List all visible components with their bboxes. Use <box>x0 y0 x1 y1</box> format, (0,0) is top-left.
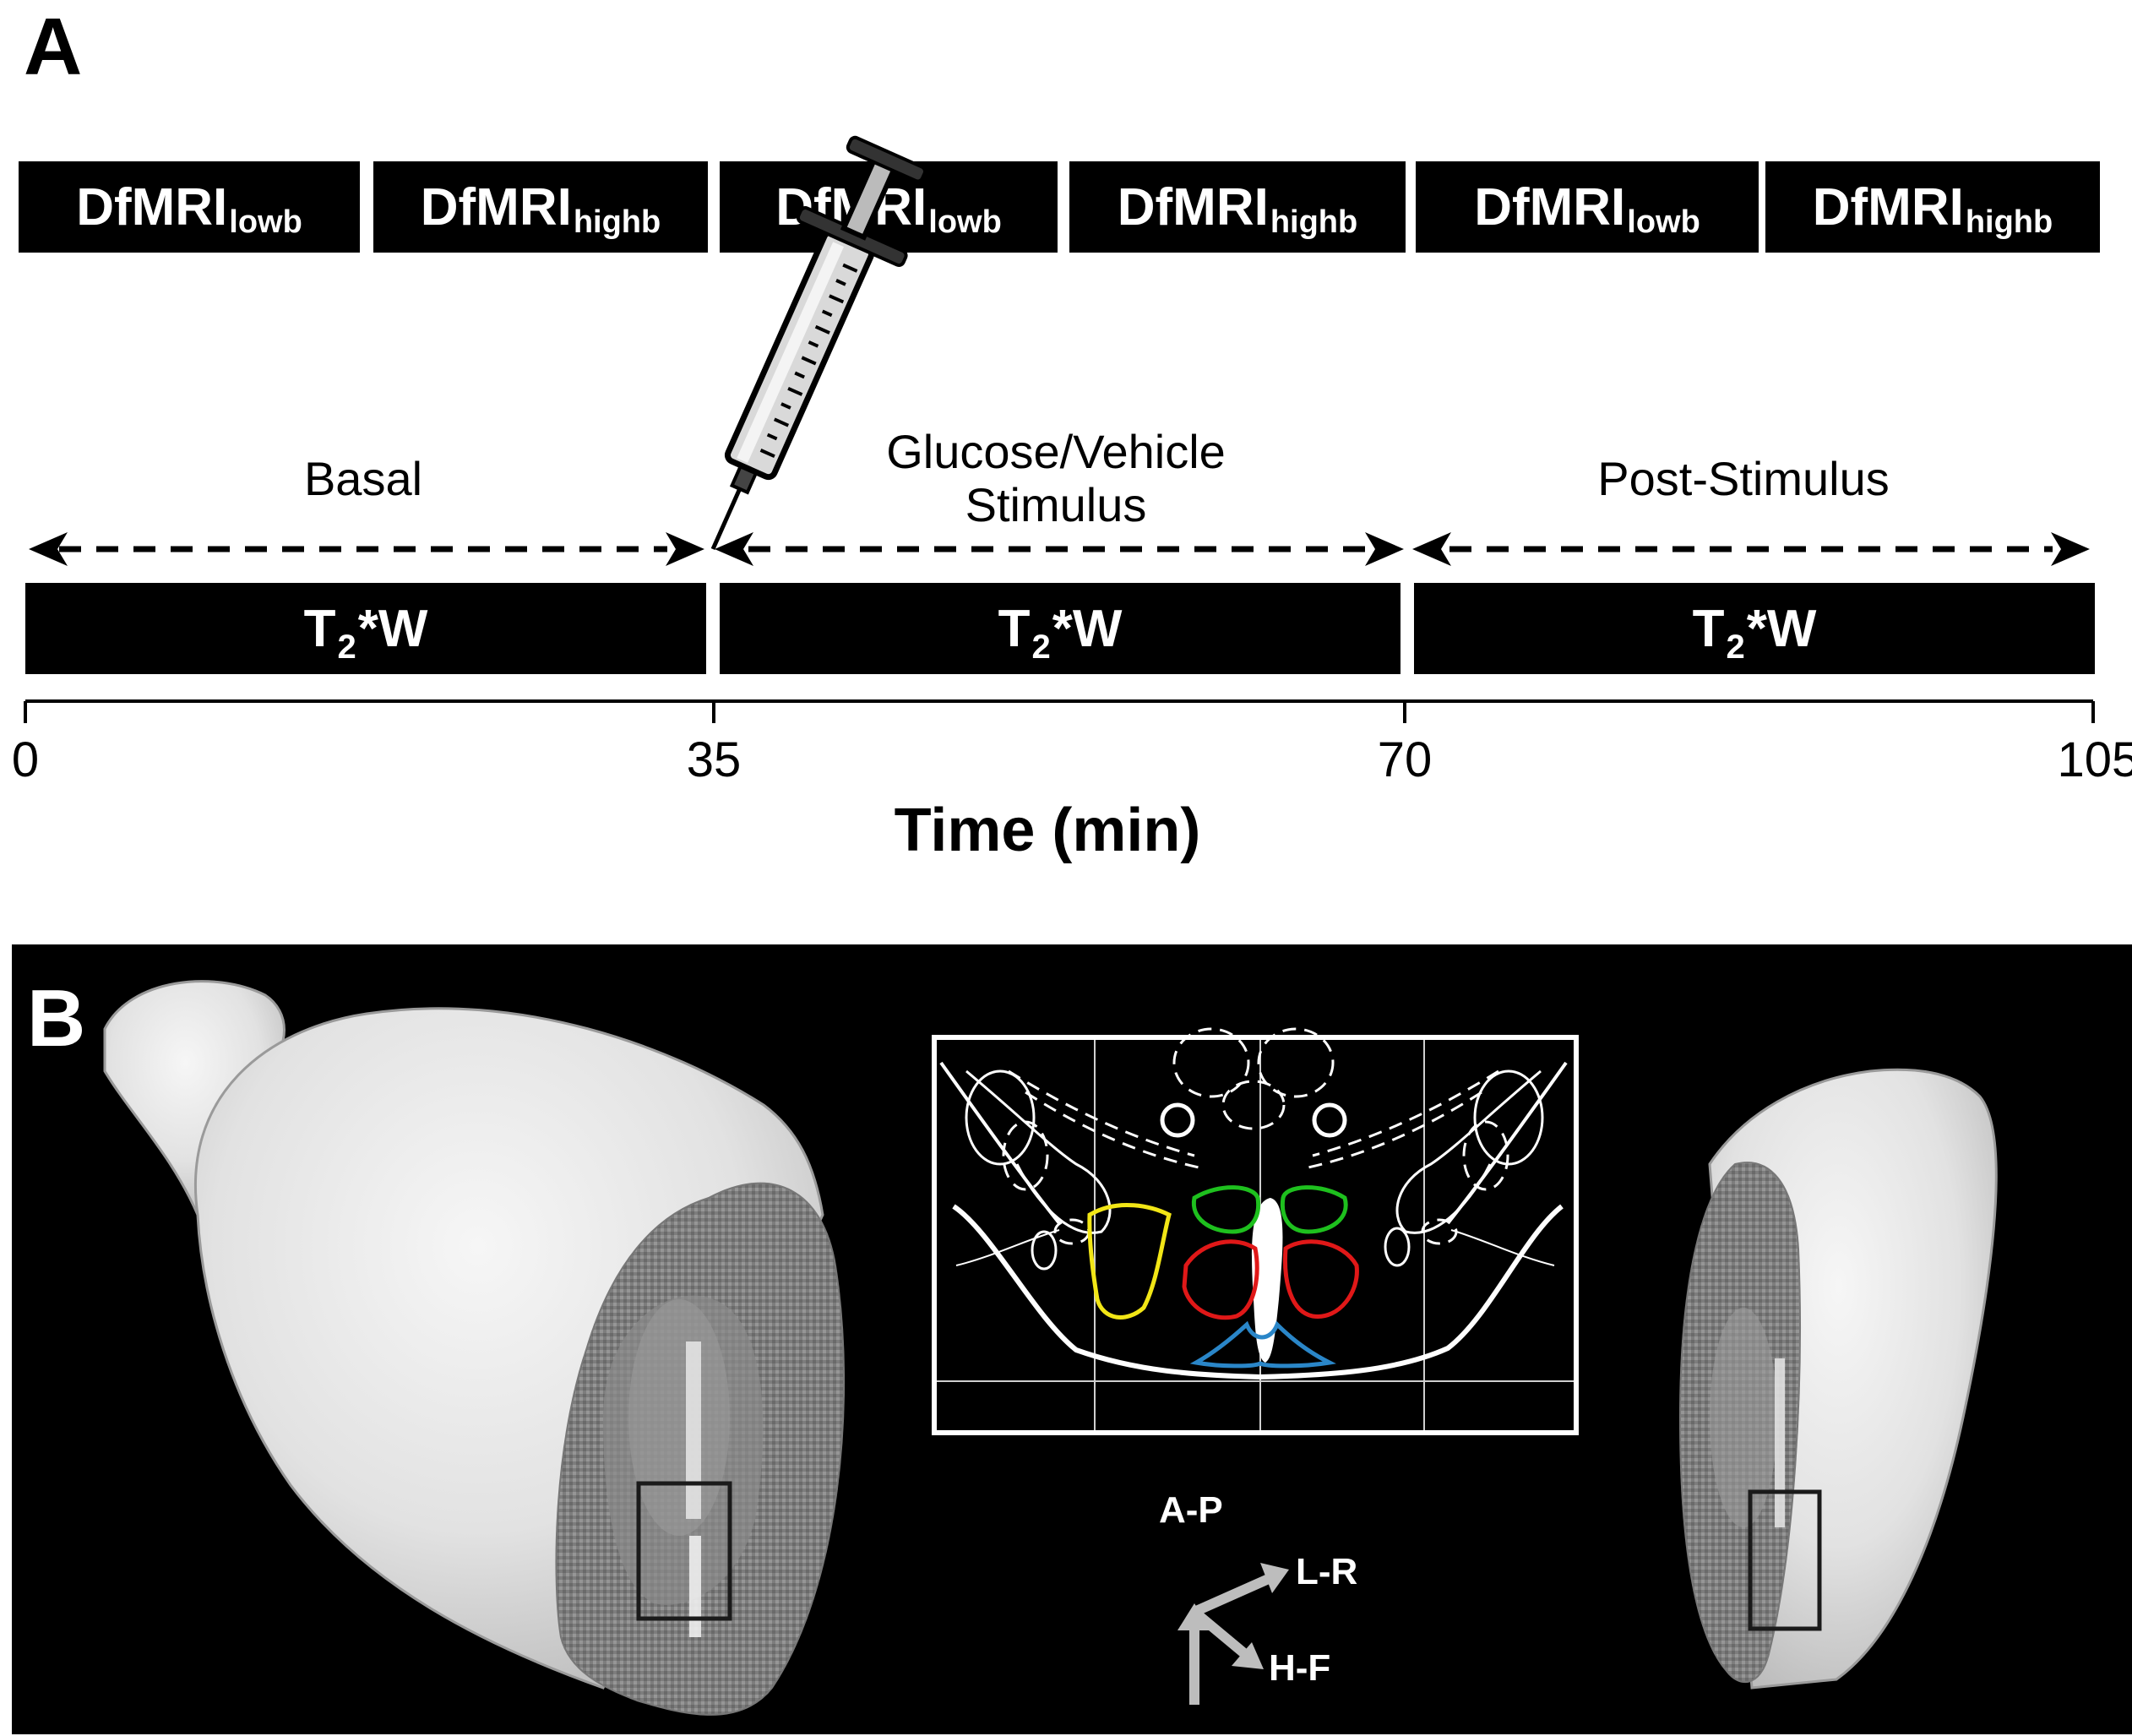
phase-arrow-post-stimulus <box>1412 532 2090 566</box>
phase-label-line: Basal <box>303 452 423 505</box>
t2w-label-prefix: T <box>998 599 1031 658</box>
timeline-graphics <box>24 135 2095 723</box>
t2w-label-suffix: *W <box>1052 599 1123 658</box>
t2w-label-prefix: T <box>1692 599 1725 658</box>
phase-label-post-stimulus: Post-Stimulus <box>1597 452 1890 506</box>
phase-label-stimulus: Glucose/Vehicle Stimulus <box>886 425 1226 531</box>
t2w-label-subscript: 2 <box>1726 628 1745 666</box>
dfmri-block-subscript: highb <box>573 204 661 240</box>
orientation-label-hf: H-F <box>1269 1647 1331 1689</box>
dfmri-block-subscript: lowb <box>928 204 1002 240</box>
orientation-label-ap: A-P <box>1159 1489 1223 1531</box>
phase-arrow-basal <box>29 532 704 566</box>
syringe-icon <box>710 135 927 551</box>
phase-label-line: Post-Stimulus <box>1597 452 1890 505</box>
phase-label-line: Stimulus <box>965 477 1147 531</box>
axis-title: Time (min) <box>894 797 1201 864</box>
dfmri-block-label: DfMRI <box>76 177 228 237</box>
dfmri-block-label: DfMRI <box>1474 177 1626 237</box>
tick-label-105: 105 <box>2057 732 2132 787</box>
tick-label-35: 35 <box>686 732 742 787</box>
phase-label-line: Glucose/Vehicle <box>886 425 1226 478</box>
roi-green-right <box>1280 1185 1348 1234</box>
phase-arrow-stimulus <box>715 532 1404 566</box>
orientation-label-lr: L-R <box>1296 1551 1358 1592</box>
atlas-inset <box>932 1027 1579 1435</box>
right-brain-render <box>1678 1068 1998 1690</box>
time-axis <box>24 699 2095 723</box>
dfmri-block-subscript: highb <box>1965 204 2053 240</box>
dfmri-block-subscript: lowb <box>229 204 302 240</box>
phase-label-basal: Basal <box>303 452 423 506</box>
panel-b-label: B <box>27 973 86 1064</box>
dfmri-block-subscript: highb <box>1270 204 1358 240</box>
t2w-label-suffix: *W <box>1746 599 1817 658</box>
orientation-axes-icon <box>1177 1563 1289 1705</box>
roi-yellow <box>1087 1203 1172 1320</box>
tick-label-0: 0 <box>11 732 40 787</box>
roi-blue <box>1189 1320 1336 1369</box>
panel-a-label: A <box>24 2 83 92</box>
dfmri-block-label: DfMRI <box>420 177 572 237</box>
t2w-label-subscript: 2 <box>1031 628 1051 666</box>
left-brain-render <box>103 980 846 1716</box>
dfmri-block-label: DfMRI <box>1812 177 1964 237</box>
roi-green-left <box>1191 1185 1261 1234</box>
panel-b: B A-P L-R H-F <box>12 944 2132 1734</box>
brain-illustration <box>103 980 1998 1716</box>
roi-red-left <box>1182 1239 1259 1320</box>
dfmri-block-label: DfMRI <box>1117 177 1269 237</box>
t2w-label-subscript: 2 <box>337 628 356 666</box>
t2w-label-suffix: *W <box>357 599 428 658</box>
t2w-label-prefix: T <box>303 599 336 658</box>
tick-label-70: 70 <box>1377 732 1433 787</box>
roi-red-right <box>1283 1239 1359 1319</box>
dfmri-block-subscript: lowb <box>1627 204 1700 240</box>
